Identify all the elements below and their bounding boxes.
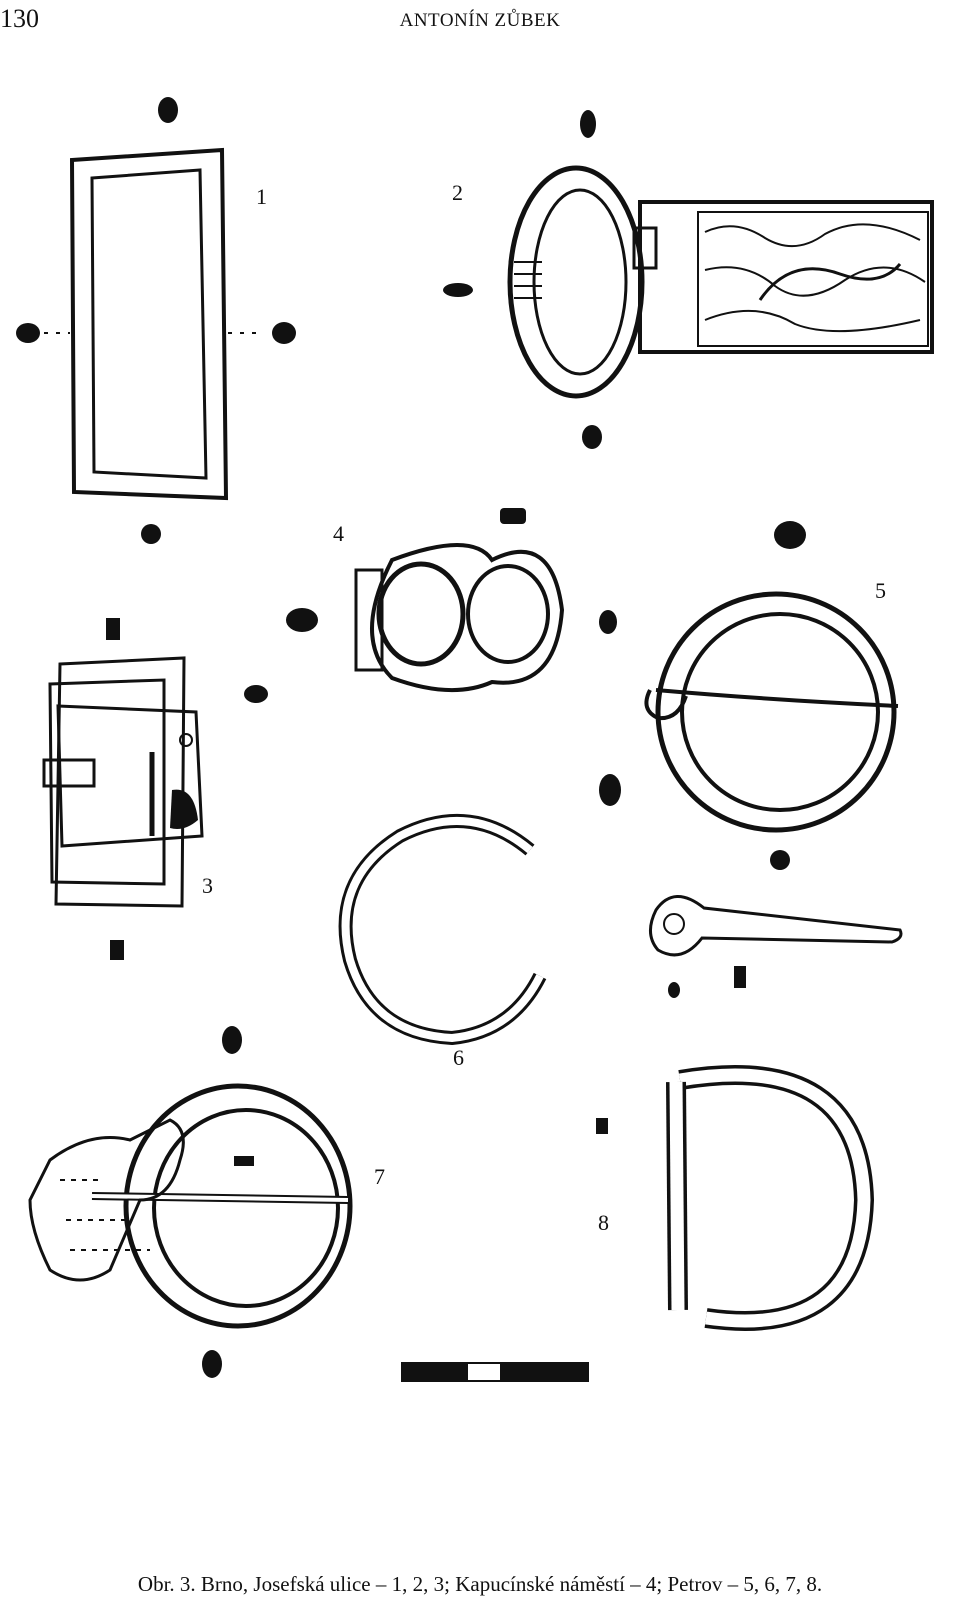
figure-label-3: 3 [202, 873, 213, 898]
artifact-1-rectangular-buckle [16, 97, 296, 544]
figure-label-1: 1 [256, 184, 267, 209]
figure-label-4: 4 [333, 521, 344, 546]
artifact-8-d-buckle [596, 1065, 875, 1331]
figure-caption: Obr. 3. Brno, Josefská ulice – 1, 2, 3; … [137, 1572, 823, 1596]
artifact-2-buckle-with-plate [443, 110, 934, 449]
figure-label-5: 5 [875, 578, 886, 603]
artifact-5-round-buckle [599, 521, 899, 870]
figure-label-2: 2 [452, 180, 463, 205]
running-head: ANTONÍN ZŮBEK [399, 10, 561, 31]
figure-label-7: 7 [374, 1164, 385, 1189]
figure-label-8: 8 [598, 1210, 609, 1235]
page-number: 130 [0, 4, 39, 33]
artifact-5-pin [649, 895, 903, 998]
artifact-3-plate-buckle [42, 618, 268, 960]
artifact-6-open-ring [338, 814, 547, 1046]
artifact-4-double-buckle [286, 508, 617, 693]
scale-bar [401, 1362, 589, 1382]
figure-label-6: 6 [453, 1045, 464, 1070]
artifact-7-round-buckle [28, 1026, 353, 1378]
